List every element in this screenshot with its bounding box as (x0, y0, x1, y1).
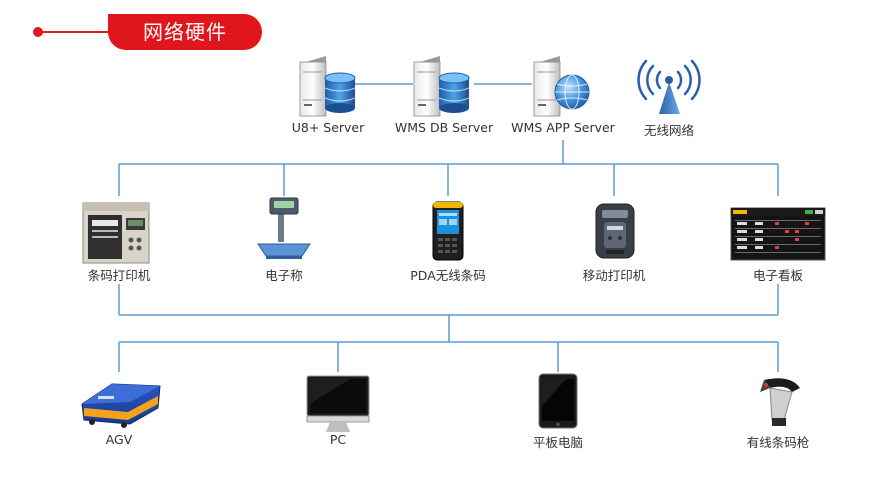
u8-server-label: U8+ Server (291, 120, 365, 135)
tablet-icon (538, 373, 578, 429)
connector-lines (118, 83, 779, 372)
wms-app-server-icon (533, 56, 590, 117)
tablet-label: 平板电脑 (532, 435, 584, 450)
pda-label: PDA无线条码 (410, 268, 486, 283)
agv-label: AGV (105, 432, 133, 447)
electronic-board-icon (730, 207, 826, 261)
pda-icon (432, 201, 464, 261)
mobile-printer-icon (595, 203, 635, 259)
wireless-network-label: 无线网络 (643, 123, 695, 138)
header-line (38, 31, 128, 33)
section-title: 网络硬件 (108, 14, 262, 50)
wms-app-server-label: WMS APP Server (511, 120, 615, 135)
barcode-scanner-icon (760, 378, 800, 426)
agv-icon (81, 383, 161, 428)
pc-monitor-icon (306, 375, 370, 432)
pc-label: PC (329, 432, 347, 447)
mobile-printer-label: 移动打印机 (582, 268, 646, 283)
barcode-printer-icon (82, 202, 150, 264)
electronic-scale-label: 电子称 (265, 268, 303, 283)
u8-server-icon (299, 56, 356, 117)
electronic-board-label: 电子看板 (752, 268, 804, 283)
electronic-scale-icon (257, 197, 311, 259)
wireless-tower-icon (637, 59, 701, 114)
barcode-printer-label: 条码打印机 (87, 268, 151, 283)
barcode-scanner-label: 有线条码枪 (746, 435, 810, 450)
wms-db-server-icon (413, 56, 470, 117)
header-dot (33, 27, 43, 37)
wms-db-server-label: WMS DB Server (394, 120, 494, 135)
